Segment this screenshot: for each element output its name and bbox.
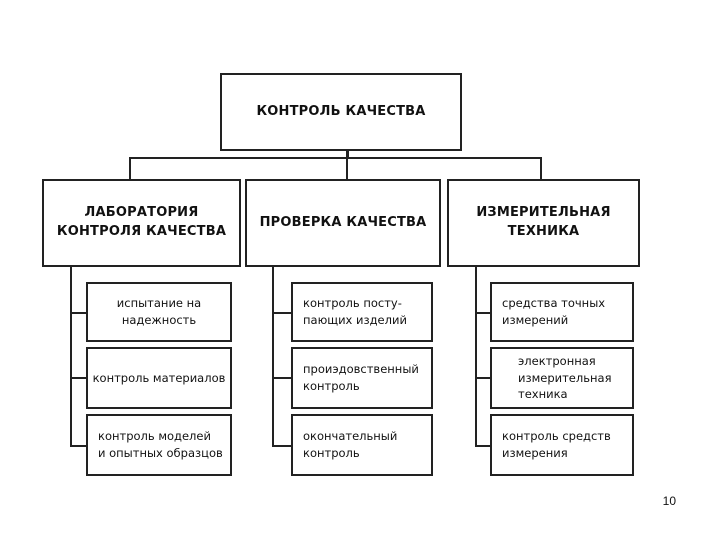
connector-line [272, 312, 291, 314]
connector-line [475, 445, 490, 447]
connector-line [346, 150, 348, 180]
lab-item-box: контроль моделей и опытных образцов [86, 414, 232, 476]
connector-line [129, 157, 131, 180]
column-header-inspection: ПРОВЕРКА КАЧЕСТВА [245, 179, 441, 267]
connector-line [272, 377, 291, 379]
connector-line [475, 312, 490, 314]
column-header-lab: ЛАБОРАТОРИЯ КОНТРОЛЯ КАЧЕСТВА [42, 179, 241, 267]
inspection-item-box: контроль посту- пающих изделий [291, 282, 433, 342]
page-number: 10 [662, 494, 676, 508]
connector-line [70, 312, 86, 314]
connector-line [70, 445, 86, 447]
connector-line [272, 265, 274, 447]
measurement-item-box: электронная измерительная техника [490, 347, 634, 409]
inspection-item-box: окончательный контроль [291, 414, 433, 476]
connector-line [540, 157, 542, 180]
connector-line [129, 157, 542, 159]
root-box: КОНТРОЛЬ КАЧЕСТВА [220, 73, 462, 151]
lab-item-box: испытание на надежность [86, 282, 232, 342]
measurement-item-box: средства точных измерений [490, 282, 634, 342]
connector-line [70, 377, 86, 379]
inspection-item-box: проиэдовственный контроль [291, 347, 433, 409]
connector-line [475, 265, 477, 447]
connector-line [272, 445, 291, 447]
measurement-item-box: контроль средств измерения [490, 414, 634, 476]
connector-line [475, 377, 490, 379]
connector-line [70, 265, 72, 447]
column-header-measurement: ИЗМЕРИТЕЛЬНАЯ ТЕХНИКА [447, 179, 640, 267]
connector-line [347, 150, 349, 158]
lab-item-box: контроль материалов [86, 347, 232, 409]
